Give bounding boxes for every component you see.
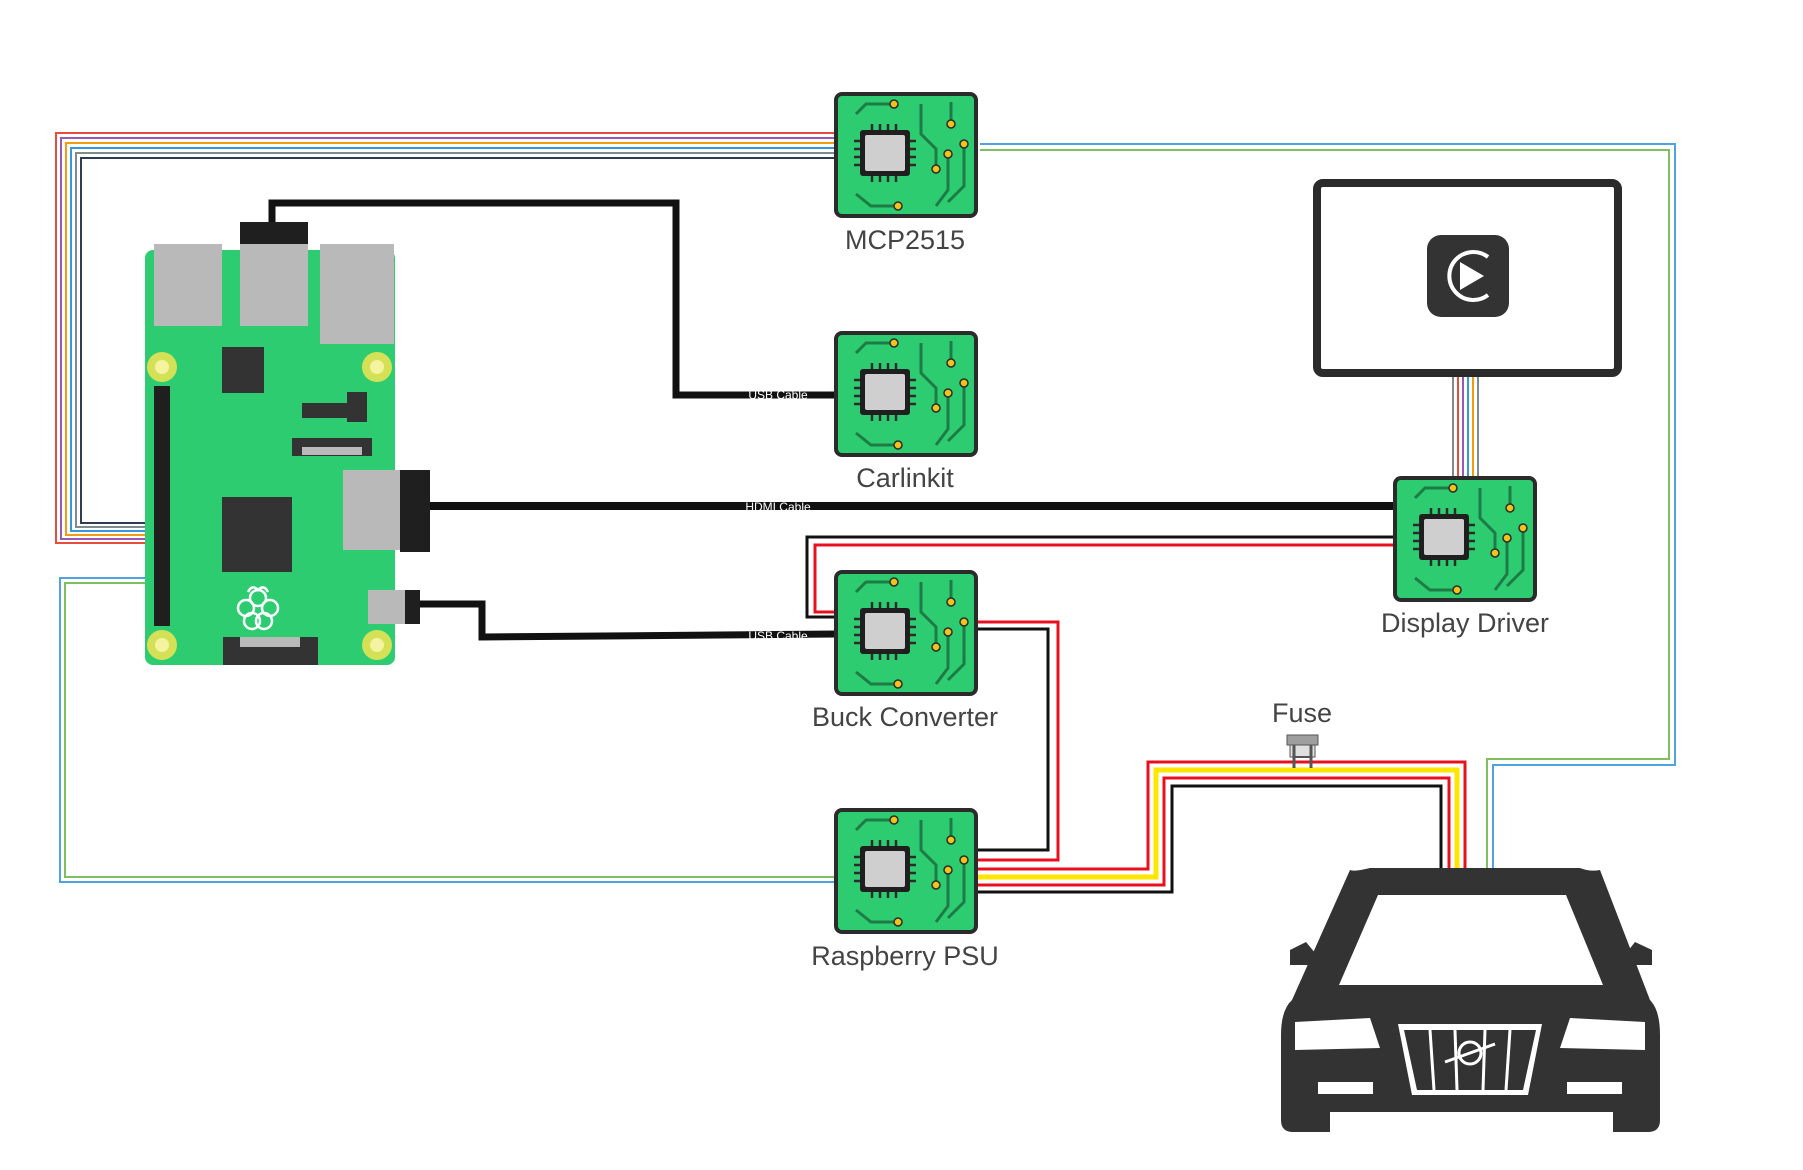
carlinkit-module: [834, 331, 978, 457]
raspberry-logo-icon: [236, 586, 280, 631]
carplay-icon: [1427, 235, 1509, 317]
can-bus-wires: [980, 143, 1676, 870]
buck-converter-module: [834, 570, 978, 696]
usb-cable-carlinkit: [268, 199, 836, 399]
gpio-ribbon-wires: [55, 132, 836, 544]
usb-cable-buck: [420, 600, 837, 641]
raspberry-psu-label: Raspberry PSU: [811, 941, 999, 971]
buck-converter-label: Buck Converter: [812, 702, 998, 732]
display-driver-label: Display Driver: [1381, 608, 1549, 638]
display-screen: [1313, 179, 1622, 377]
hdmi-port: [400, 470, 430, 552]
hdmi-cable-label: HDMI Cable: [745, 500, 811, 514]
pi-to-psu-sense-wires: [59, 577, 836, 883]
mcp2515-label: MCP2515: [845, 225, 965, 255]
usb-c-port: [405, 590, 420, 624]
usb-cable-label-bottom: USB Cable: [748, 629, 808, 643]
mcp2515-module: [834, 92, 978, 218]
psu-to-buck-power: [976, 620, 1060, 862]
carlinkit-label: Carlinkit: [856, 463, 954, 493]
usb-cable-label-top: USB Cable: [748, 388, 808, 402]
gpio-header: [154, 386, 170, 626]
fuse-icon: [1286, 734, 1319, 768]
psu-to-car-power: [976, 760, 1467, 894]
raspberry-pi-board: [145, 222, 430, 665]
raspberry-psu-module: [834, 808, 978, 934]
buck-to-display-power: [805, 535, 1395, 619]
display-ribbon-cable: [1452, 370, 1479, 478]
display-driver-module: [1393, 476, 1537, 602]
usb-port-top: [240, 222, 308, 244]
fuse-label: Fuse: [1272, 698, 1332, 728]
volvo-car-icon: [1281, 868, 1660, 1132]
